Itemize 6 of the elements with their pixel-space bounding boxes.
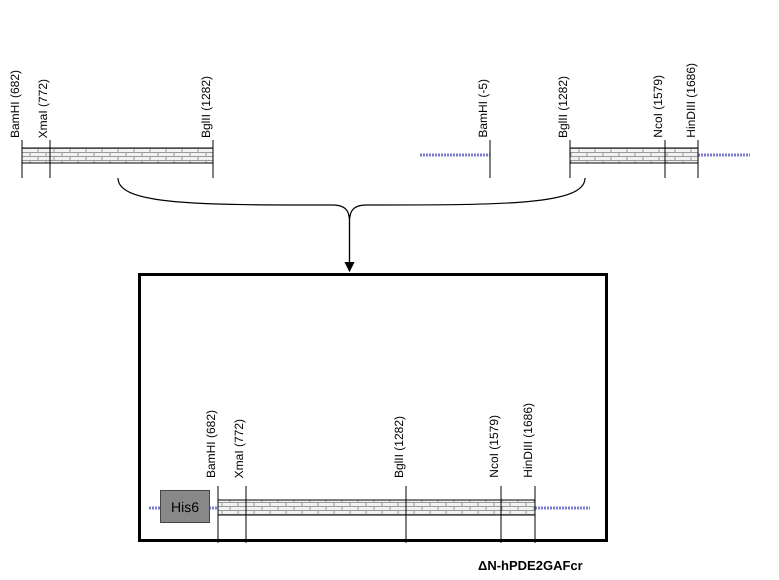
tag-box: His6 bbox=[160, 490, 210, 523]
restriction-site-label: BamHI (682) bbox=[205, 410, 218, 478]
construct-caption: ΔN-hPDE2GAFcr bbox=[478, 558, 583, 573]
brace-arrow bbox=[344, 178, 586, 272]
dna-fragment-drawing bbox=[218, 486, 593, 543]
construct-frame bbox=[138, 273, 608, 542]
